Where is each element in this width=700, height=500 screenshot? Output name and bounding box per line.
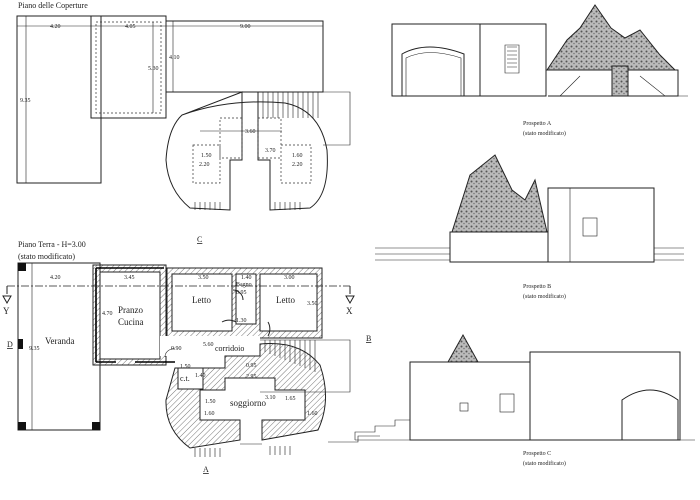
elevation-c: Prospetto C (stato modificato) xyxy=(354,333,695,467)
dim-label: 1.50 xyxy=(201,153,212,159)
room-label-ct: c.t. xyxy=(180,374,190,383)
dim-label: 1.30 xyxy=(236,318,247,324)
room-label-veranda: Veranda xyxy=(45,336,74,346)
elevation-mark-a: A xyxy=(203,465,209,474)
room-label-letto: Letto xyxy=(192,295,211,305)
dim-label: 4.20 xyxy=(50,24,61,30)
section-mark-y: Y xyxy=(3,306,10,316)
elevation-c-title: Prospetto C xyxy=(523,451,551,457)
dim-label: 0.90 xyxy=(171,346,182,352)
dim-label: 1.60 xyxy=(204,411,215,417)
dim-label: 4.20 xyxy=(50,275,61,281)
section-mark-x: X xyxy=(346,306,353,316)
dim-label: 5.30 xyxy=(148,66,159,72)
room-label-bagno: Bagno xyxy=(236,282,252,288)
dim-label: 3.50 xyxy=(198,275,209,281)
dim-label: 1.50 xyxy=(205,399,216,405)
elevation-a-subtitle: (stato modificato) xyxy=(523,130,566,137)
dim-label: 0.95 xyxy=(236,290,247,296)
dim-label: 5.60 xyxy=(203,342,214,348)
dim-label: 2.95 xyxy=(246,374,257,380)
dim-label: 1.60 xyxy=(292,153,303,159)
room-label-pranzo: Pranzo xyxy=(118,305,143,315)
dim-label: 3.70 xyxy=(265,148,276,154)
elevation-a: Prospetto A (stato modificato) xyxy=(391,4,688,137)
roof-plan: Piano delle Coperture 4.20 4.05 9.00 4.1… xyxy=(16,1,351,244)
dim-label: 1.50 xyxy=(180,364,191,370)
dim-label: 9.00 xyxy=(240,24,251,30)
section-mark-c: C xyxy=(197,235,202,244)
elevation-mark-d: D xyxy=(7,340,13,349)
dim-label: 9.35 xyxy=(29,346,40,352)
ground-plan: Piano Terra - H=3.00 (stato modificato) … xyxy=(2,240,380,474)
dim-label: 9.35 xyxy=(20,98,31,104)
ground-plan-subtitle: (stato modificato) xyxy=(18,252,75,261)
elevation-mark-b: B xyxy=(366,334,371,343)
room-label-letto: Letto xyxy=(276,295,295,305)
dim-label: 4.05 xyxy=(125,24,136,30)
room-label-soggiorno: soggiorno xyxy=(230,398,267,408)
dim-label: 3.45 xyxy=(124,275,135,281)
dim-label: 1.40 xyxy=(241,275,252,281)
ground-plan-title: Piano Terra - H=3.00 xyxy=(18,240,86,249)
dim-label: 2.20 xyxy=(199,162,210,168)
dim-label: 3.50 xyxy=(307,301,318,307)
elevation-b: Prospetto B (stato modificato) xyxy=(375,154,684,300)
room-label-cucina: Cucina xyxy=(118,317,144,327)
elevation-c-subtitle: (stato modificato) xyxy=(523,460,566,467)
roof-plan-title: Piano delle Coperture xyxy=(18,1,88,10)
dim-label: 1.65 xyxy=(285,396,296,402)
dim-label: 3.10 xyxy=(265,395,276,401)
elevation-b-title: Prospetto B xyxy=(523,284,551,290)
elevation-a-title: Prospetto A xyxy=(523,121,552,127)
dim-label: 4.70 xyxy=(102,311,113,317)
dim-label: 3.60 xyxy=(245,129,256,135)
dim-label: 4.10 xyxy=(169,55,180,61)
dim-label: 1.60 xyxy=(307,411,318,417)
dim-label: 3.00 xyxy=(284,275,295,281)
dim-label: 0.95 xyxy=(246,363,257,369)
room-label-corridoio: corridoio xyxy=(215,344,244,353)
dim-label: 1.40 xyxy=(195,373,206,379)
elevation-b-subtitle: (stato modificato) xyxy=(523,293,566,300)
dim-label: 2.20 xyxy=(292,162,303,168)
